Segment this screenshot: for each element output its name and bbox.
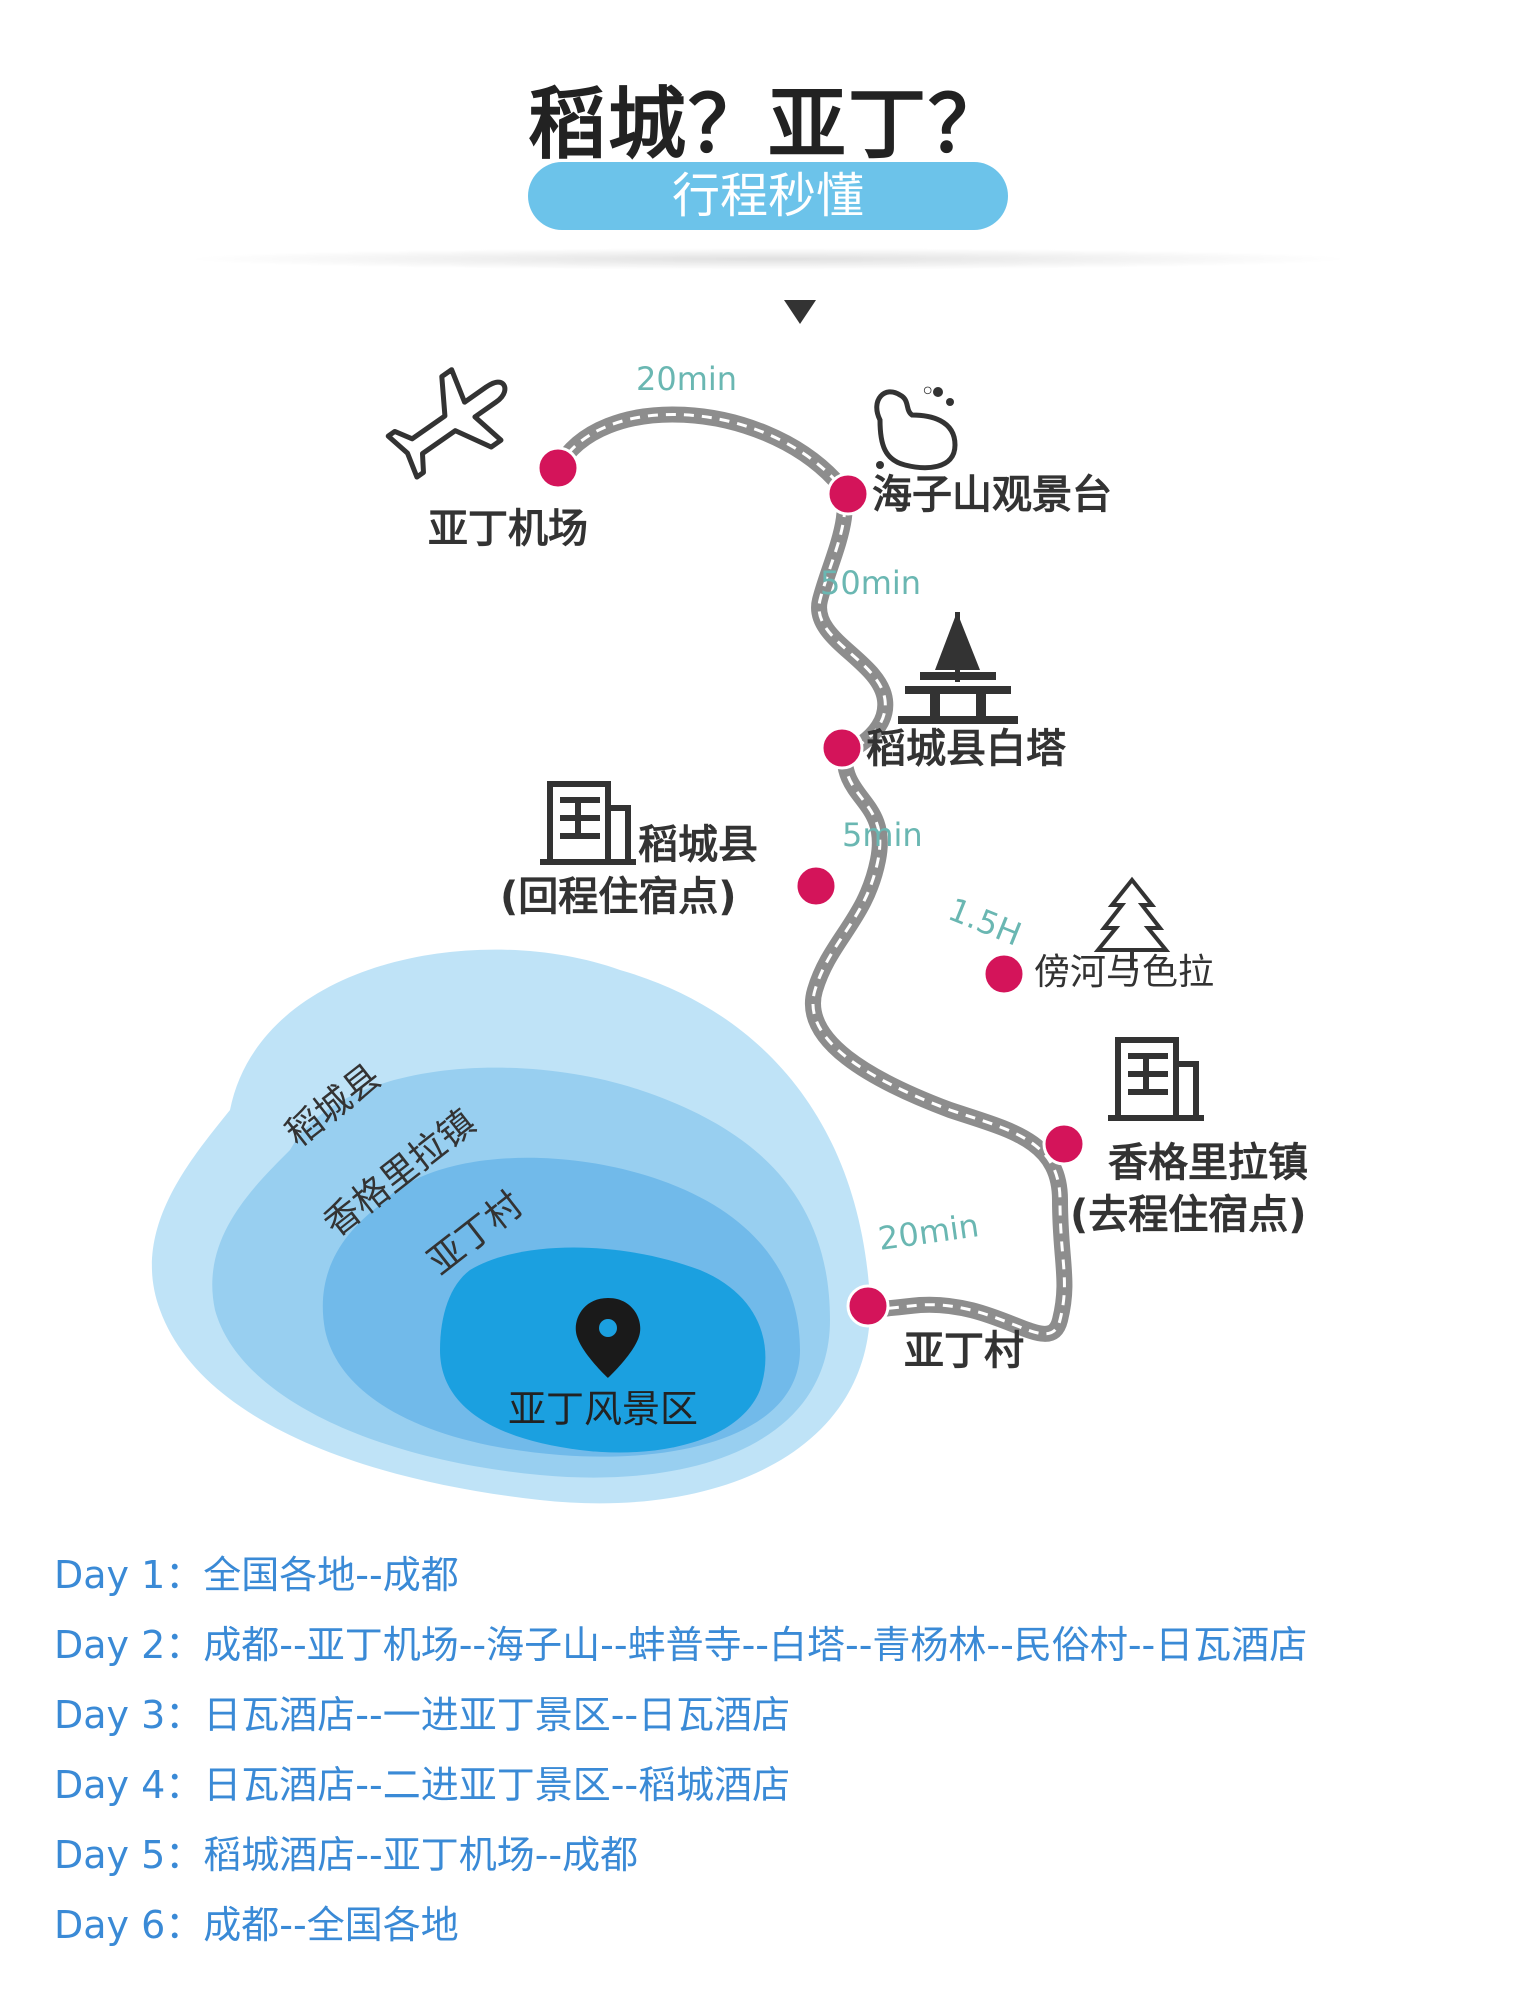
itinerary-day-6: Day 6：成都--全国各地 — [54, 1890, 1494, 1960]
itinerary-route: 全国各地--成都 — [203, 1553, 459, 1597]
itinerary-list: Day 1：全国各地--成都 Day 2：成都--亚丁机场--海子山--蚌普寺-… — [54, 1540, 1494, 1960]
itinerary-day-label: Day 6： — [54, 1903, 204, 1947]
itinerary-day-1: Day 1：全国各地--成都 — [54, 1540, 1494, 1610]
itinerary-day-5: Day 5：稻城酒店--亚丁机场--成都 — [54, 1820, 1494, 1890]
stop-label-airport: 亚丁机场 — [428, 506, 588, 552]
itinerary-day-label: Day 2： — [54, 1623, 204, 1667]
itinerary-route: 稻城酒店--亚丁机场--成都 — [203, 1833, 639, 1877]
itinerary-day-label: Day 1： — [54, 1553, 204, 1597]
itinerary-route: 日瓦酒店--二进亚丁景区--稻城酒店 — [203, 1763, 791, 1807]
stop-label-yadingcun: 亚丁村 — [904, 1328, 1024, 1374]
route-map: ◦ — [151, 360, 1308, 1504]
building-icon — [540, 781, 636, 865]
stop-note-daocheng: (回程住宿点) — [500, 874, 737, 920]
itinerary-banner: 行程秒懂 — [528, 162, 1008, 230]
itinerary-route: 日瓦酒店--一进亚丁景区--日瓦酒店 — [203, 1693, 791, 1737]
time-baita-daocheng: 5min — [842, 816, 923, 854]
itinerary-day-4: Day 4：日瓦酒店--二进亚丁景区--稻城酒店 — [54, 1750, 1494, 1820]
itinerary-day-label: Day 5： — [54, 1833, 204, 1877]
building-icon — [1108, 1037, 1204, 1121]
itinerary-day-2: Day 2：成都--亚丁机场--海子山--蚌普寺--白塔--青杨林--民俗村--… — [54, 1610, 1494, 1680]
stop-marker-daocheng — [794, 864, 838, 908]
banner-shadow — [180, 248, 1356, 270]
itinerary-route: 成都--亚丁机场--海子山--蚌普寺--白塔--青杨林--民俗村--日瓦酒店 — [203, 1623, 1308, 1667]
pagoda-icon — [898, 612, 1018, 724]
stop-marker-shangrila — [1042, 1122, 1086, 1166]
itinerary-day-3: Day 3：日瓦酒店--一进亚丁景区--日瓦酒店 — [54, 1680, 1494, 1750]
time-shangrila-yading: 20min — [876, 1206, 981, 1258]
stop-marker-haizishan — [826, 472, 870, 516]
stop-label-daocheng: 稻城县 — [638, 822, 758, 868]
stop-label-banghe: 傍河与色拉 — [1034, 952, 1214, 993]
time-haizishan-baita: 50min — [820, 564, 921, 602]
svg-text:◦: ◦ — [920, 377, 935, 407]
route-road — [550, 406, 1073, 1342]
tree-icon — [1093, 876, 1171, 968]
stop-note-shangrila: (去程住宿点) — [1070, 1192, 1307, 1238]
stop-marker-baita — [820, 726, 864, 770]
time-airport-haizishan: 20min — [636, 360, 737, 398]
stop-label-shangrila: 香格里拉镇 — [1108, 1140, 1308, 1186]
stop-marker-airport — [536, 446, 580, 490]
stop-marker-yadingcun — [846, 1284, 890, 1328]
zone-rings — [151, 949, 871, 1504]
airplane-icon — [385, 367, 508, 480]
stop-label-baita: 稻城县白塔 — [866, 726, 1067, 772]
location-pin-icon — [575, 1298, 641, 1378]
time-daocheng-banghe: 1.5H — [943, 890, 1027, 953]
stop-marker-banghe — [982, 952, 1026, 996]
itinerary-route: 成都--全国各地 — [203, 1903, 459, 1947]
itinerary-day-label: Day 4： — [54, 1763, 204, 1807]
page-title: 稻城？亚丁？ — [527, 80, 1008, 170]
stop-label-haizishan: 海子山观景台 — [872, 472, 1112, 518]
stone-icon: ◦ — [874, 377, 958, 471]
stop-markers — [536, 446, 1086, 1328]
itinerary-day-label: Day 3： — [54, 1693, 204, 1737]
zone-label-core: 亚丁风景区 — [508, 1387, 698, 1431]
down-arrow-icon — [784, 300, 816, 324]
